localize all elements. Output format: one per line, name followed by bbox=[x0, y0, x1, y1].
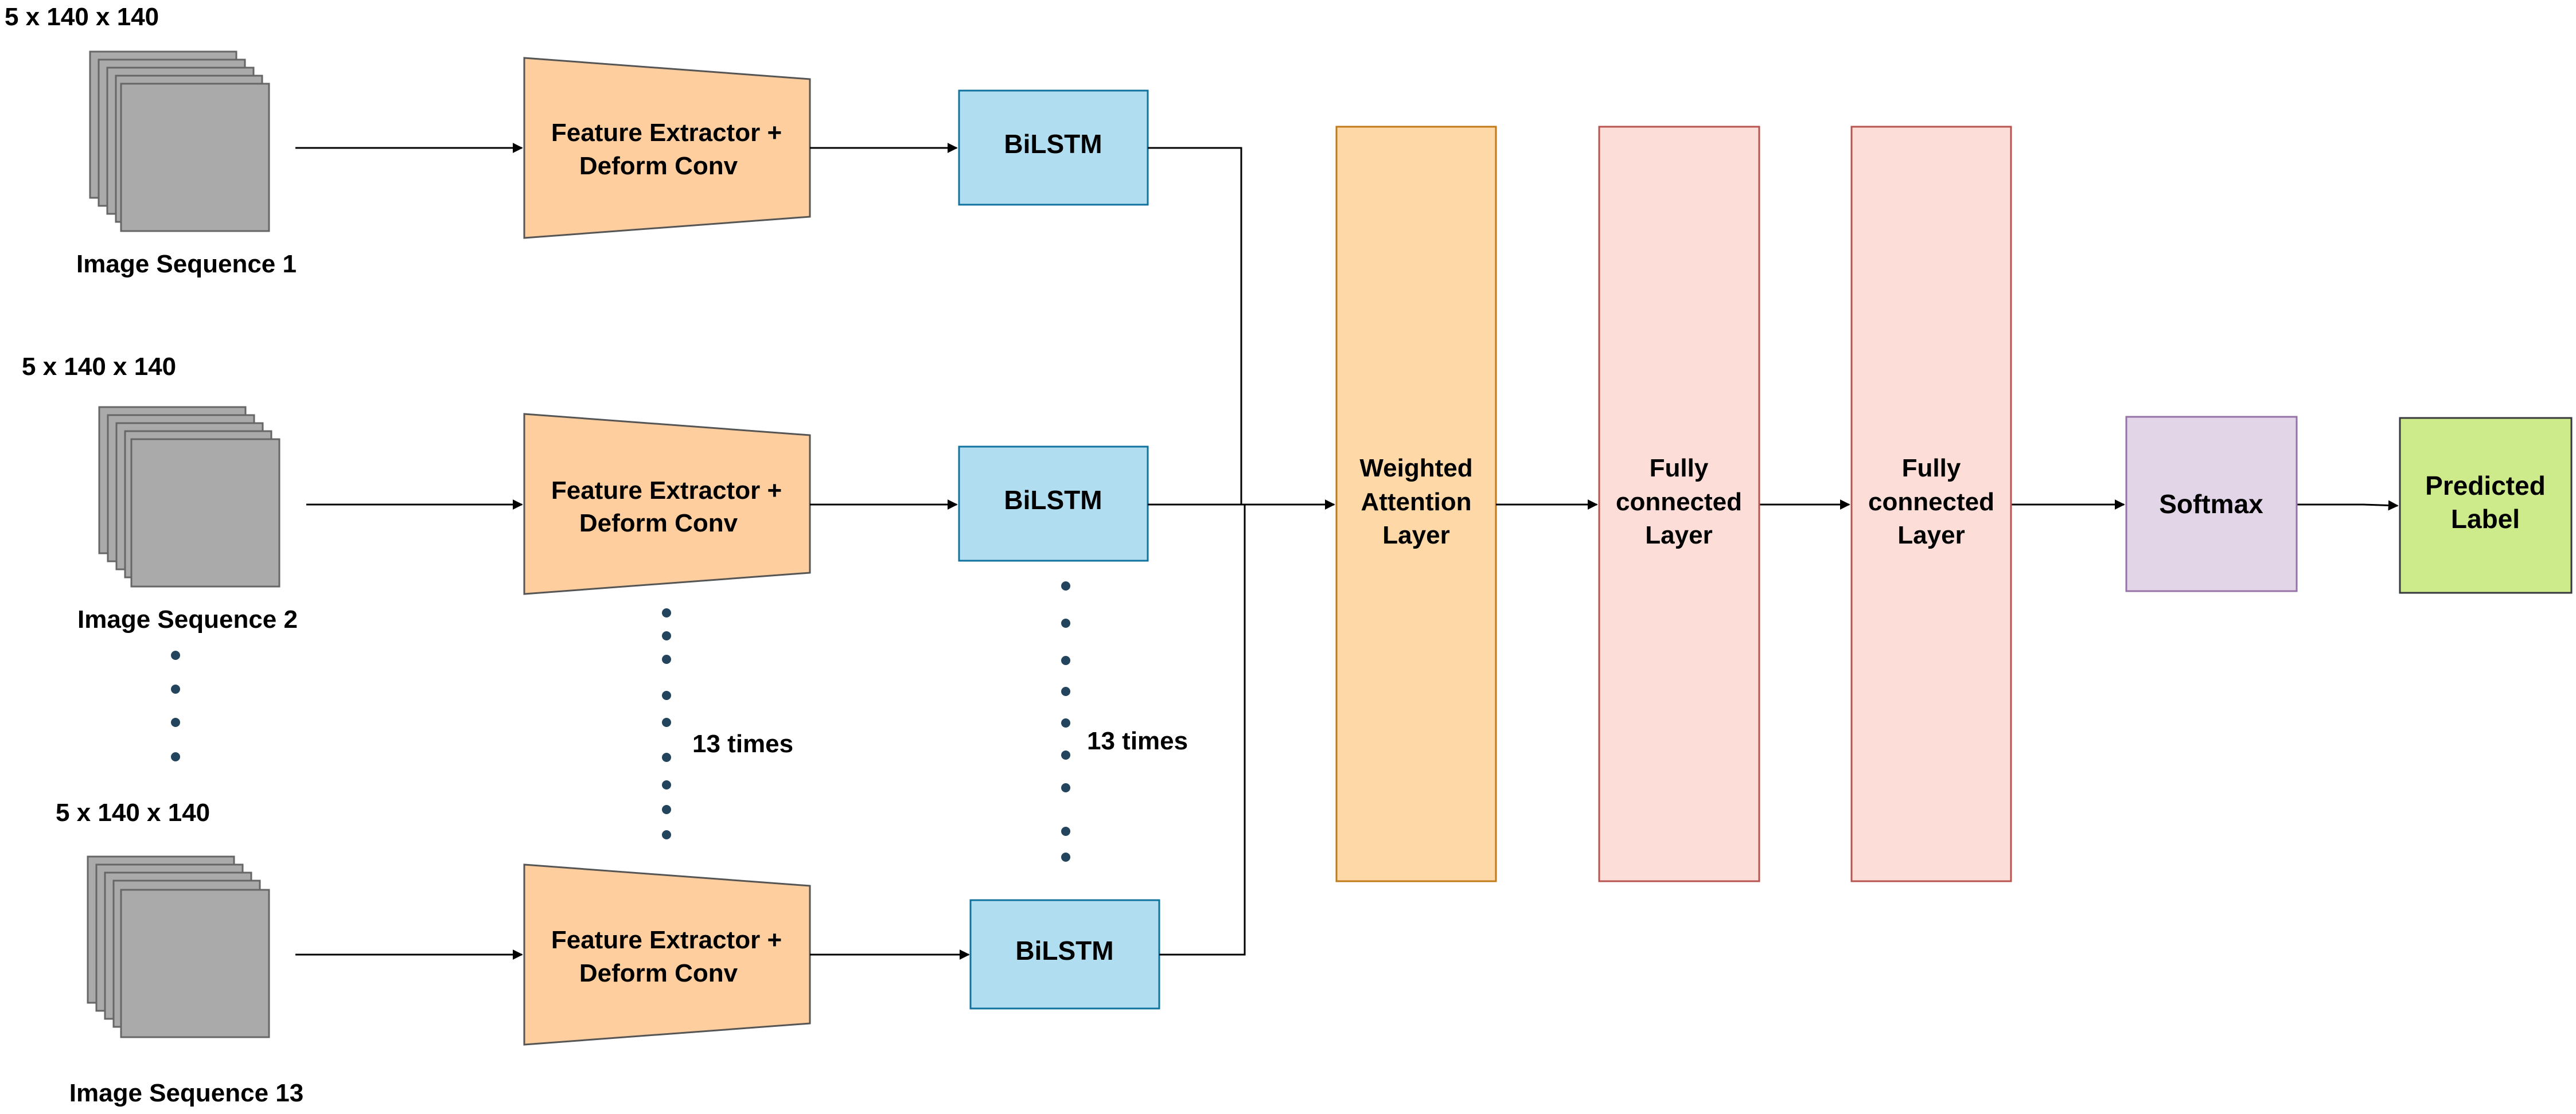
feature-extractor-13-line2: Deform Conv bbox=[579, 959, 738, 987]
softmax-layer: Softmax bbox=[2125, 416, 2298, 592]
bilstm-2: BiLSTM bbox=[958, 445, 1149, 562]
feature-extractor-1-line2: Deform Conv bbox=[579, 152, 738, 180]
output-line2: Label bbox=[2451, 504, 2520, 534]
bilstm-ellipsis bbox=[1061, 581, 1070, 862]
predicted-label-output: Predicted Label bbox=[2399, 417, 2573, 594]
bilstm-repeat-label: 13 times bbox=[1087, 727, 1188, 755]
bilstm-2-label: BiLSTM bbox=[1004, 485, 1102, 515]
fc1-line2: connected bbox=[1616, 488, 1742, 516]
feature-extractor-13: Feature Extractor + Deform Conv bbox=[523, 863, 811, 1046]
feature-extractor-1-line1: Feature Extractor + bbox=[551, 119, 782, 147]
input-label-2: Image Sequence 2 bbox=[77, 605, 298, 634]
softmax-label: Softmax bbox=[2159, 489, 2263, 519]
fc2-line1: Fully bbox=[1902, 454, 1961, 482]
image-stack-2 bbox=[98, 406, 280, 588]
fully-connected-layer-1: Fully connected Layer bbox=[1598, 126, 1760, 882]
input-dims-13: 5 x 140 x 140 bbox=[56, 799, 210, 827]
image-stack-1 bbox=[89, 50, 270, 232]
bilstm-13: BiLSTM bbox=[969, 899, 1160, 1010]
attention-line3: Layer bbox=[1382, 521, 1449, 549]
feature-extractor-2-line2: Deform Conv bbox=[579, 509, 738, 537]
bilstm-to-attention-connectors bbox=[1148, 147, 1335, 956]
feature-extractor-repeat-label: 13 times bbox=[692, 730, 793, 758]
fc1-line3: Layer bbox=[1645, 521, 1712, 549]
fc1-line1: Fully bbox=[1650, 454, 1709, 482]
bilstm-1: BiLSTM bbox=[958, 89, 1149, 206]
fc2-line3: Layer bbox=[1897, 521, 1965, 549]
attention-line1: Weighted bbox=[1359, 454, 1472, 482]
input-dims-2: 5 x 140 x 140 bbox=[22, 353, 176, 381]
attention-line2: Attention bbox=[1361, 488, 1471, 516]
weighted-attention-layer: Weighted Attention Layer bbox=[1335, 126, 1497, 882]
bilstm-13-label: BiLSTM bbox=[1015, 936, 1113, 966]
input-dims-1: 5 x 140 x 140 bbox=[5, 3, 159, 31]
feature-extractor-13-line1: Feature Extractor + bbox=[551, 926, 782, 954]
image-stack-13 bbox=[87, 855, 270, 1038]
input-label-1: Image Sequence 1 bbox=[76, 250, 297, 278]
fully-connected-layer-2: Fully connected Layer bbox=[1850, 126, 2012, 882]
fc2-line2: connected bbox=[1868, 488, 1994, 516]
feature-extractor-2: Feature Extractor + Deform Conv bbox=[523, 413, 811, 595]
fe-to-bilstm-arrows bbox=[810, 143, 970, 960]
input-label-13: Image Sequence 13 bbox=[69, 1079, 303, 1107]
pipeline-arrows bbox=[1496, 499, 2399, 511]
feature-extractor-2-line1: Feature Extractor + bbox=[551, 476, 782, 505]
feature-extractor-ellipsis bbox=[662, 608, 671, 839]
feature-extractor-1: Feature Extractor + Deform Conv bbox=[523, 57, 811, 239]
input-ellipsis bbox=[171, 651, 180, 761]
output-line1: Predicted bbox=[2425, 471, 2546, 501]
bilstm-1-label: BiLSTM bbox=[1004, 129, 1102, 159]
input-arrows bbox=[295, 143, 523, 960]
